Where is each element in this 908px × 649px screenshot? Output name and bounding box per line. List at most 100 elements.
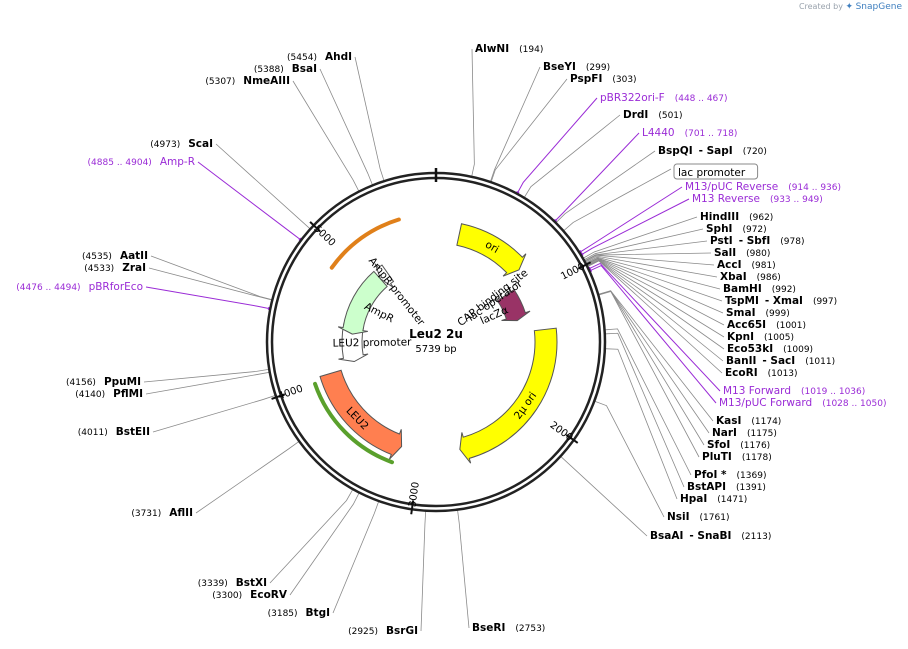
site-bstxi[interactable]: BstXI(3339) xyxy=(198,577,267,589)
site-m13-reverse[interactable]: M13 Reverse(933 .. 949) xyxy=(692,193,823,205)
site-hindiii[interactable]: HindIII(962) xyxy=(700,211,773,223)
site-labels[interactable]: AlwNI(194)BseYI(299)PspFI(303) pBR322ori-… xyxy=(16,43,886,637)
site-eco53ki[interactable]: Eco53kI(1009) xyxy=(727,343,813,355)
site-name-extra: - SacI xyxy=(762,355,795,367)
site-bseyi[interactable]: BseYI(299) xyxy=(543,61,610,73)
leader-drdi xyxy=(523,114,621,199)
site-acci[interactable]: AccI(981) xyxy=(717,259,776,271)
leader-pbr322ori-f xyxy=(516,97,598,195)
site-position: (992) xyxy=(772,285,796,295)
site-nari[interactable]: NarI(1175) xyxy=(712,427,777,439)
site-name: AatII xyxy=(120,250,148,262)
feature-label-ampr: AmpR xyxy=(362,300,395,325)
site-m13-puc-reverse[interactable]: M13/pUC Reverse(914 .. 936) xyxy=(685,181,841,193)
site-nsii[interactable]: NsiI(1761) xyxy=(667,511,729,523)
site-pfoi[interactable]: PfoI *(1369) xyxy=(694,469,766,481)
site-position: (1369) xyxy=(737,471,767,481)
site-sphi[interactable]: SphI(972) xyxy=(706,223,767,235)
site-position: (997) xyxy=(813,297,837,307)
leader-bsteii xyxy=(152,394,277,433)
feature-ampr-promoter[interactable] xyxy=(374,263,395,288)
site-kpni[interactable]: KpnI(1005) xyxy=(727,331,794,343)
site-pspfi[interactable]: PspFI(303) xyxy=(570,73,637,85)
leader-banii xyxy=(586,260,724,362)
site-btgi[interactable]: BtgI(3185) xyxy=(268,607,330,619)
leader-sphi xyxy=(582,228,704,261)
site-position: (5388) xyxy=(254,65,284,75)
leader-m13-puc-forward xyxy=(588,264,717,404)
site-l4440[interactable]: L4440(701 .. 718) xyxy=(642,127,737,139)
feature-lacza[interactable] xyxy=(496,288,531,322)
site-position: (4973) xyxy=(150,140,180,150)
feature-label-ori: ori xyxy=(483,239,501,256)
site-pbrforeco[interactable]: pBRforEco(4476 .. 4494) xyxy=(16,281,143,293)
site-acc65i[interactable]: Acc65I(1001) xyxy=(727,319,806,331)
site-bseri[interactable]: BseRI(2753) xyxy=(472,622,545,634)
leader-m13-reverse xyxy=(579,198,690,256)
site-bspqi[interactable]: BspQI- SapI(720) xyxy=(658,145,767,157)
site-psti[interactable]: PstI- SbfI(978) xyxy=(710,235,804,247)
site-position: (2753) xyxy=(515,624,545,634)
site-position: (2925) xyxy=(348,627,378,637)
site-banii[interactable]: BanII- SacI(1011) xyxy=(726,355,835,367)
leader-amp-r xyxy=(197,161,303,242)
site-bstapi[interactable]: BstAPI(1391) xyxy=(687,481,766,493)
site-position: (3339) xyxy=(198,579,228,589)
site-name: BstEII xyxy=(116,426,150,438)
leader-scai xyxy=(215,143,312,230)
site-position: (1178) xyxy=(742,453,772,463)
plasmid-center: Leu2 2u 5739 bp xyxy=(409,327,463,355)
site-m13-forward[interactable]: M13 Forward(1019 .. 1036) xyxy=(723,385,865,397)
feature-ori[interactable] xyxy=(456,223,527,277)
site-aflii[interactable]: AflII(3731) xyxy=(131,507,193,519)
site-position: (1009) xyxy=(783,345,813,355)
site-m13-puc-forward[interactable]: M13/pUC Forward(1028 .. 1050) xyxy=(719,397,886,409)
site-position: (3300) xyxy=(212,591,242,601)
site-sali[interactable]: SalI(980) xyxy=(714,247,770,259)
site-position: (1471) xyxy=(717,495,747,505)
site-bsai[interactable]: BsaI(5388) xyxy=(254,63,317,75)
site-lac-promoter[interactable]: lac promoter xyxy=(673,163,759,180)
site-position: (1176) xyxy=(740,441,770,451)
site-kasi[interactable]: KasI(1174) xyxy=(716,415,781,427)
site-alwni[interactable]: AlwNI(194) xyxy=(475,43,543,55)
site-position: (701 .. 718) xyxy=(685,129,738,139)
site-amp-r[interactable]: Amp-R(4885 .. 4904) xyxy=(88,156,195,168)
leader-hindiii xyxy=(581,216,698,260)
site-position: (986) xyxy=(757,273,781,283)
site-bsaai[interactable]: BsaAI- SnaBI(2113) xyxy=(650,530,771,542)
site-ppumi[interactable]: PpuMI(4156) xyxy=(66,376,141,388)
site-ahdi[interactable]: AhdI(5454) xyxy=(287,51,352,63)
feature-leu2[interactable] xyxy=(319,369,403,460)
site-position: (4533) xyxy=(84,264,114,274)
site-nmeaiii[interactable]: NmeAIII(5307) xyxy=(205,75,290,87)
site-scai[interactable]: ScaI(4973) xyxy=(150,138,213,150)
site-aatii[interactable]: AatII(4535) xyxy=(82,250,148,262)
site-drdi[interactable]: DrdI(501) xyxy=(623,109,683,121)
site-bsrgi[interactable]: BsrGI(2925) xyxy=(348,625,418,637)
site-ecorv[interactable]: EcoRV(3300) xyxy=(212,589,288,601)
site-pluti[interactable]: PluTI(1178) xyxy=(702,451,772,463)
site-bamhi[interactable]: BamHI(992) xyxy=(723,283,796,295)
feature-ampr[interactable] xyxy=(337,270,388,335)
leader-sfoi xyxy=(597,290,705,446)
credit-brand-name: SnapGene xyxy=(855,2,902,12)
site-name: BtgI xyxy=(306,607,330,619)
site-pflmi[interactable]: PflMI(4140) xyxy=(75,388,143,400)
site-pbr322ori-f[interactable]: pBR322ori-F(448 .. 467) xyxy=(600,92,728,104)
site-ecori[interactable]: EcoRI(1013) xyxy=(725,367,798,379)
site-zrai[interactable]: ZraI (4533) xyxy=(84,262,146,274)
site-position: (4476 .. 4494) xyxy=(16,283,80,293)
site-name: ZraI xyxy=(122,262,146,274)
site-xbai[interactable]: XbaI(986) xyxy=(720,271,781,283)
site-sfoi[interactable]: SfoI(1176) xyxy=(707,439,770,451)
leader-pspfi xyxy=(490,78,568,184)
site-bsteii[interactable]: BstEII(4011) xyxy=(78,426,150,438)
feature-2u-ori[interactable] xyxy=(459,327,558,464)
site-tspmi[interactable]: TspMI- XmaI(997) xyxy=(725,295,837,307)
site-smai[interactable]: SmaI(999) xyxy=(726,307,790,319)
site-position: (299) xyxy=(586,63,610,73)
site-hpai[interactable]: HpaI(1471) xyxy=(680,493,747,505)
site-position: (1175) xyxy=(747,429,777,439)
